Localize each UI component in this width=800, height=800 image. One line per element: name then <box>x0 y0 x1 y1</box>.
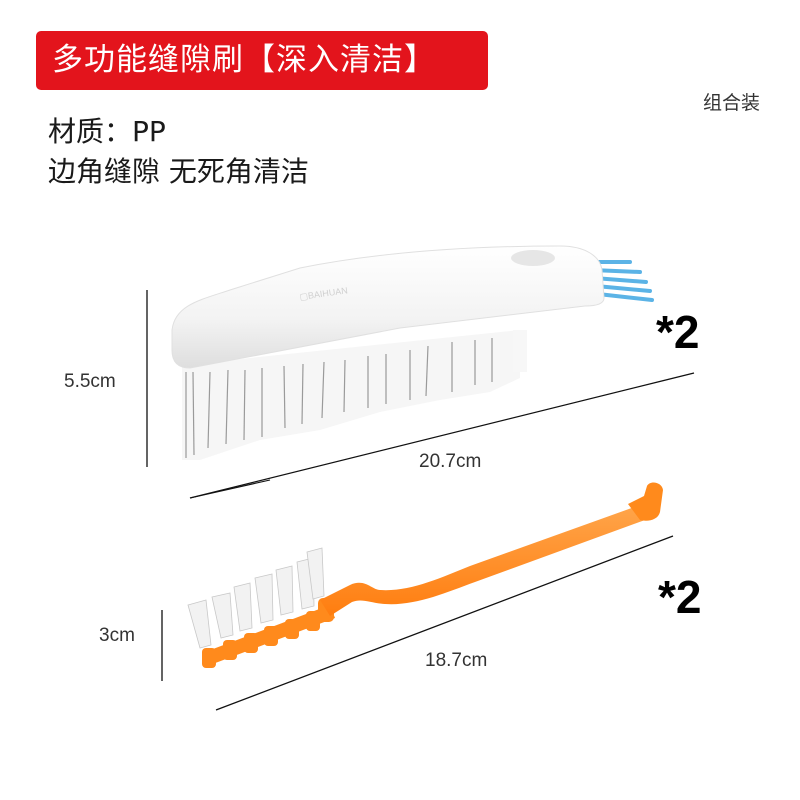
white-brush-height-label: 5.5cm <box>64 371 116 392</box>
orange-brush-length-label: 18.7cm <box>425 650 488 671</box>
feature-spec: 边角缝隙 无死角清洁 <box>48 155 309 188</box>
orange-brush-quantity: *2 <box>658 571 702 623</box>
hang-hole <box>511 250 555 266</box>
white-brush-body <box>171 245 605 369</box>
orange-brush-handle <box>320 505 645 616</box>
top-line-orange-brush <box>189 479 271 499</box>
white-bristles <box>182 330 527 460</box>
orange-brush-head <box>202 598 335 668</box>
orange-brush-bristles <box>187 547 325 649</box>
title-banner: 多功能缝隙刷【深入清洁】 <box>36 31 488 90</box>
length-line-white-brush <box>189 372 695 499</box>
orange-brush-hook <box>628 482 663 521</box>
white-brush-length-label: 20.7cm <box>419 451 482 472</box>
white-scrub-brush-image: ▢BAIHUAN <box>171 245 654 460</box>
material-spec: 材质：PP <box>48 115 166 148</box>
white-brush-quantity: *2 <box>656 306 700 358</box>
orange-brush-height-label: 3cm <box>99 625 135 646</box>
combo-label: 组合装 <box>703 92 761 114</box>
length-line-orange-brush <box>215 535 674 711</box>
orange-crevice-brush-image <box>187 482 663 668</box>
